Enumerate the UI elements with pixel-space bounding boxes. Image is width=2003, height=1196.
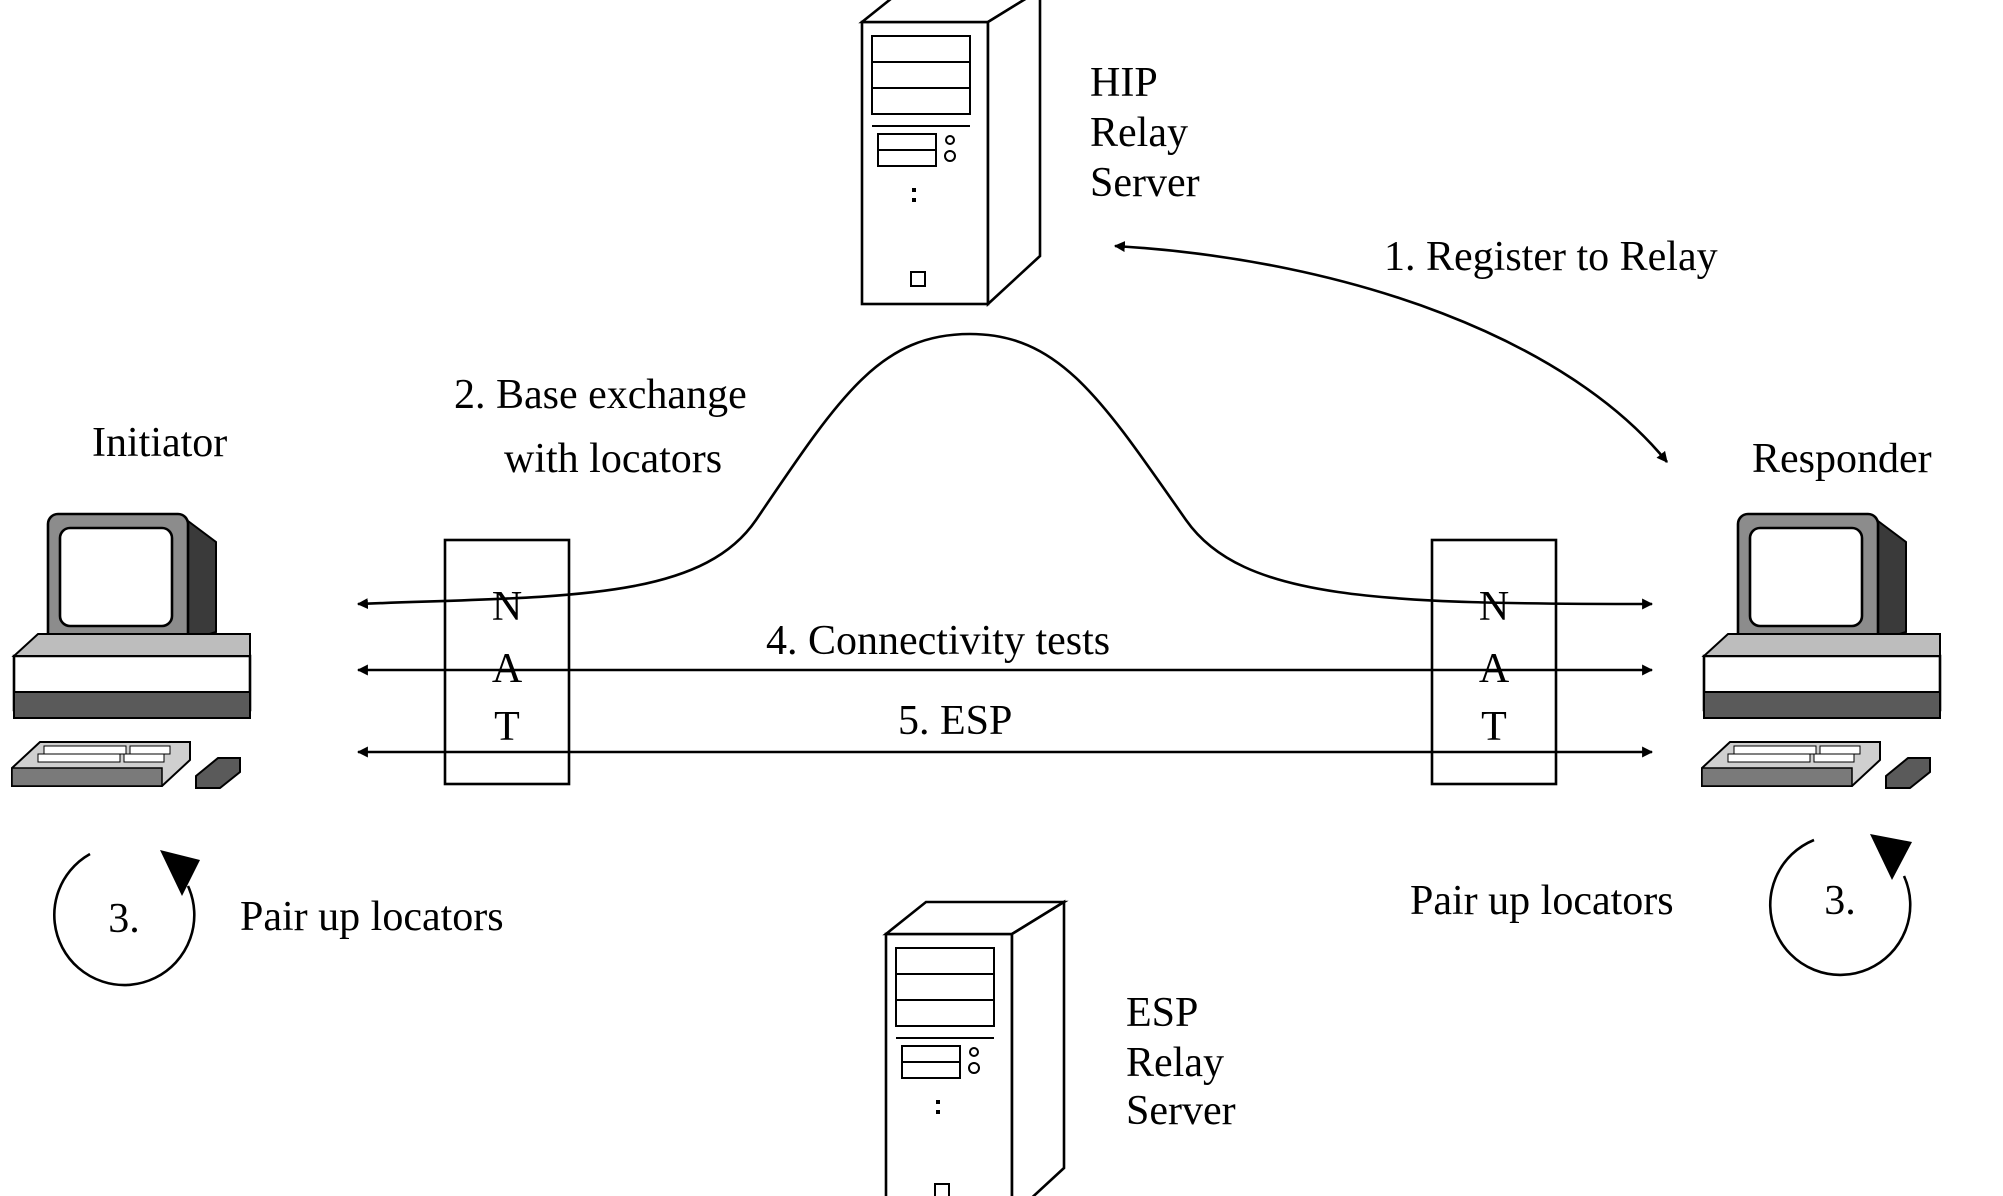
esp-server-label-line-1: ESP [1126, 990, 1198, 1036]
register-arrow [1113, 241, 1669, 463]
esp-server-label-line-3: Server [1126, 1088, 1236, 1134]
nat-left-letter-t: T [494, 704, 520, 750]
pair-locators-left: 3. Pair up locators [53, 850, 504, 987]
pair-locators-right: 3. Pair up locators [1410, 834, 1912, 977]
initiator-label: Initiator [92, 420, 227, 466]
base-exchange-arrow [356, 332, 1654, 610]
cycle-arrow-icon [1768, 838, 1912, 977]
nat-right-letter-t: T [1481, 704, 1507, 750]
nat-letters-right: N A T [1479, 584, 1510, 750]
esp-relay-server: ESP Relay Server [884, 900, 1236, 1196]
server-tower-icon [860, 0, 1042, 306]
initiator-node: Initiator [10, 420, 252, 790]
pair-left-label: Pair up locators [240, 894, 504, 940]
responder-node: Responder [1700, 436, 1942, 790]
nat-right-letter-a: A [1479, 646, 1510, 692]
pair-right-label: Pair up locators [1410, 878, 1674, 924]
pair-left-number: 3. [108, 896, 140, 942]
connectivity-label: 4. Connectivity tests [766, 618, 1110, 664]
esp-label: 5. ESP [898, 698, 1012, 744]
desktop-computer-icon [1700, 512, 1942, 790]
desktop-computer-icon [10, 512, 252, 790]
nat-box-left [443, 538, 571, 786]
server-tower-icon [884, 900, 1066, 1196]
base-exchange-label-line-1: 2. Base exchange [454, 372, 747, 418]
nat-right-letter-n: N [1479, 584, 1509, 630]
cycle-arrowhead [1870, 834, 1912, 880]
responder-label: Responder [1752, 436, 1932, 482]
cycle-arrowhead [160, 850, 200, 896]
register-label: 1. Register to Relay [1384, 234, 1718, 280]
hip-server-label-line-3: Server [1090, 160, 1200, 206]
base-exchange-label-line-2: with locators [504, 436, 722, 482]
cycle-arrow-icon [53, 852, 196, 987]
nat-left-letter-a: A [492, 646, 523, 692]
nat-box-right [1430, 538, 1558, 786]
nat-letters-left: N A T [492, 584, 523, 750]
esp-server-label-line-2: Relay [1126, 1040, 1224, 1086]
hip-server-label-line-2: Relay [1090, 110, 1188, 156]
pair-right-number: 3. [1824, 878, 1856, 924]
hip-relay-server: HIP Relay Server [860, 0, 1200, 306]
hip-server-label-line-1: HIP [1090, 60, 1158, 106]
nat-left-letter-n: N [492, 584, 522, 630]
